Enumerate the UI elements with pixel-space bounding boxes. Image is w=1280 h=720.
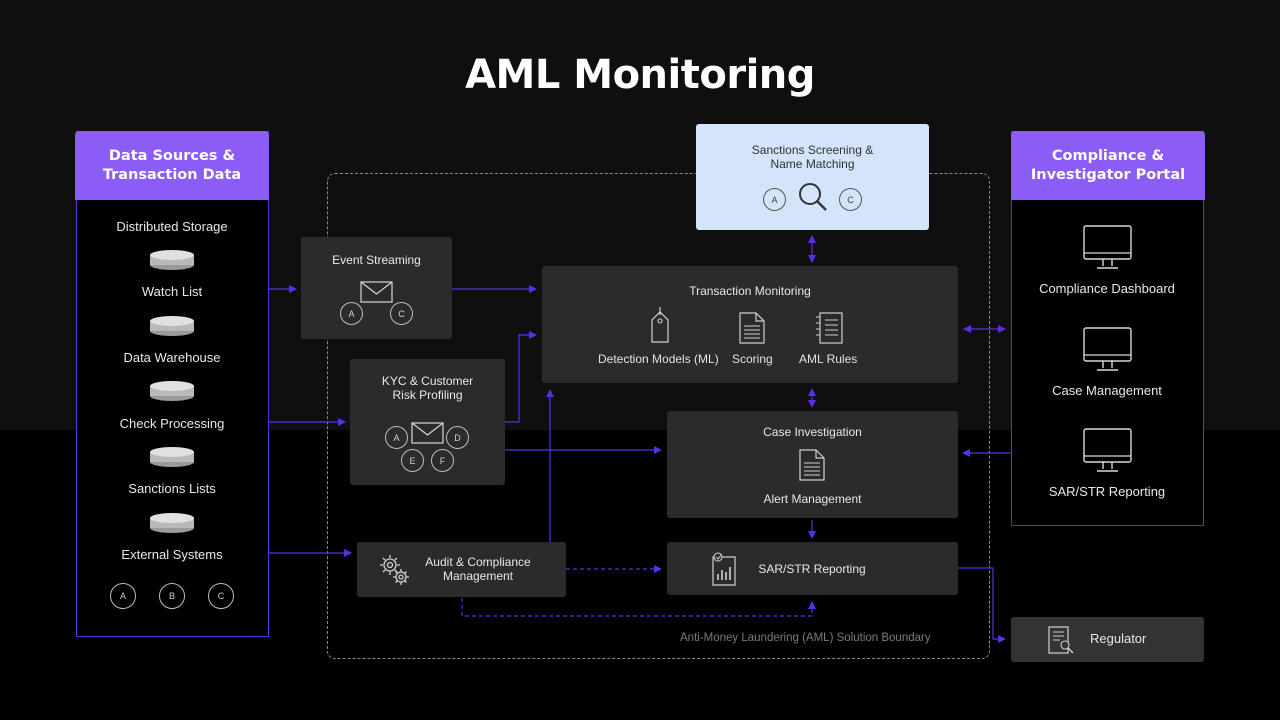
sanctions-badge: C [839, 188, 862, 211]
tag-icon [651, 307, 669, 343]
source-external-systems: External Systems [121, 547, 223, 562]
kyc-badge: A [385, 426, 408, 449]
portal-sar-str-reporting: SAR/STR Reporting [1048, 484, 1166, 499]
sanctions-badge: A [763, 188, 786, 211]
sanctions-screening-box: Sanctions Screening & Name Matching A C [696, 124, 929, 230]
page-title: AML Monitoring [465, 52, 815, 98]
audit-box: Audit & Compliance Management [357, 542, 566, 597]
kyc-title: KYC & Customer Risk Profiling [381, 374, 474, 402]
magnifier-icon [799, 183, 827, 211]
data-sources-header: Data Sources & Transaction Data [75, 131, 269, 200]
tm-item-detection-models: Detection Models (ML) [598, 352, 719, 366]
case-investigation-box: Case Investigation Alert Management [667, 411, 958, 518]
kyc-badge: E [401, 449, 424, 472]
audit-title: Audit & Compliance Management [425, 555, 531, 583]
gears-icon [380, 555, 409, 585]
source-sanctions-lists: Sanctions Lists [128, 481, 216, 496]
source-distributed-storage: Distributed Storage [116, 219, 228, 234]
database-icon [150, 381, 194, 401]
database-icon [150, 316, 194, 336]
event-streaming-box: Event Streaming A C [301, 237, 452, 339]
report-icon [712, 552, 736, 586]
sanctions-title: Sanctions Screening & Name Matching [751, 143, 874, 171]
tm-item-aml-rules: AML Rules [799, 352, 858, 366]
kyc-badge: F [431, 449, 454, 472]
portal-header: Compliance & Investigator Portal [1011, 131, 1205, 200]
sar-reporting-box: SAR/STR Reporting [667, 542, 958, 595]
solution-boundary [327, 173, 990, 659]
regulator-document-icon [1048, 626, 1074, 654]
kyc-badge: D [446, 426, 469, 449]
transaction-monitoring-box: Transaction Monitoring Detection Models … [542, 266, 958, 383]
kyc-box: KYC & Customer Risk Profiling A D E F [350, 359, 505, 485]
sar-title: SAR/STR Reporting [758, 562, 866, 576]
database-icon [150, 250, 194, 270]
envelope-icon [360, 281, 393, 303]
portal-case-management: Case Management [1052, 383, 1162, 398]
document-icon [739, 312, 765, 344]
document-icon [799, 449, 825, 481]
regulator-box: Regulator [1011, 617, 1204, 662]
regulator-label: Regulator [1090, 631, 1147, 646]
tm-item-scoring: Scoring [732, 352, 773, 366]
rules-list-icon [816, 312, 843, 344]
monitor-icon [1083, 428, 1132, 472]
source-badge: B [159, 583, 185, 609]
source-check-processing: Check Processing [119, 416, 225, 431]
monitor-icon [1083, 225, 1132, 269]
database-icon [150, 447, 194, 467]
event-badge: C [390, 302, 413, 325]
case-title: Case Investigation [763, 425, 862, 439]
database-icon [150, 513, 194, 533]
source-badge: A [110, 583, 136, 609]
monitor-icon [1083, 327, 1132, 371]
source-watch-list: Watch List [141, 284, 203, 299]
boundary-label: Anti-Money Laundering (AML) Solution Bou… [680, 632, 931, 644]
case-sub-alert-management: Alert Management [763, 492, 862, 506]
line-sar-to-regulator [958, 567, 1006, 643]
source-badge: C [208, 583, 234, 609]
portal-compliance-dashboard: Compliance Dashboard [1039, 281, 1175, 296]
source-data-warehouse: Data Warehouse [123, 350, 221, 365]
line-kyc-to-tm [505, 331, 537, 423]
envelope-icon [411, 422, 444, 444]
line-audit-loop-to-sar [461, 598, 816, 617]
event-streaming-title: Event Streaming [332, 253, 421, 267]
tm-title: Transaction Monitoring [689, 284, 811, 298]
event-badge: A [340, 302, 363, 325]
